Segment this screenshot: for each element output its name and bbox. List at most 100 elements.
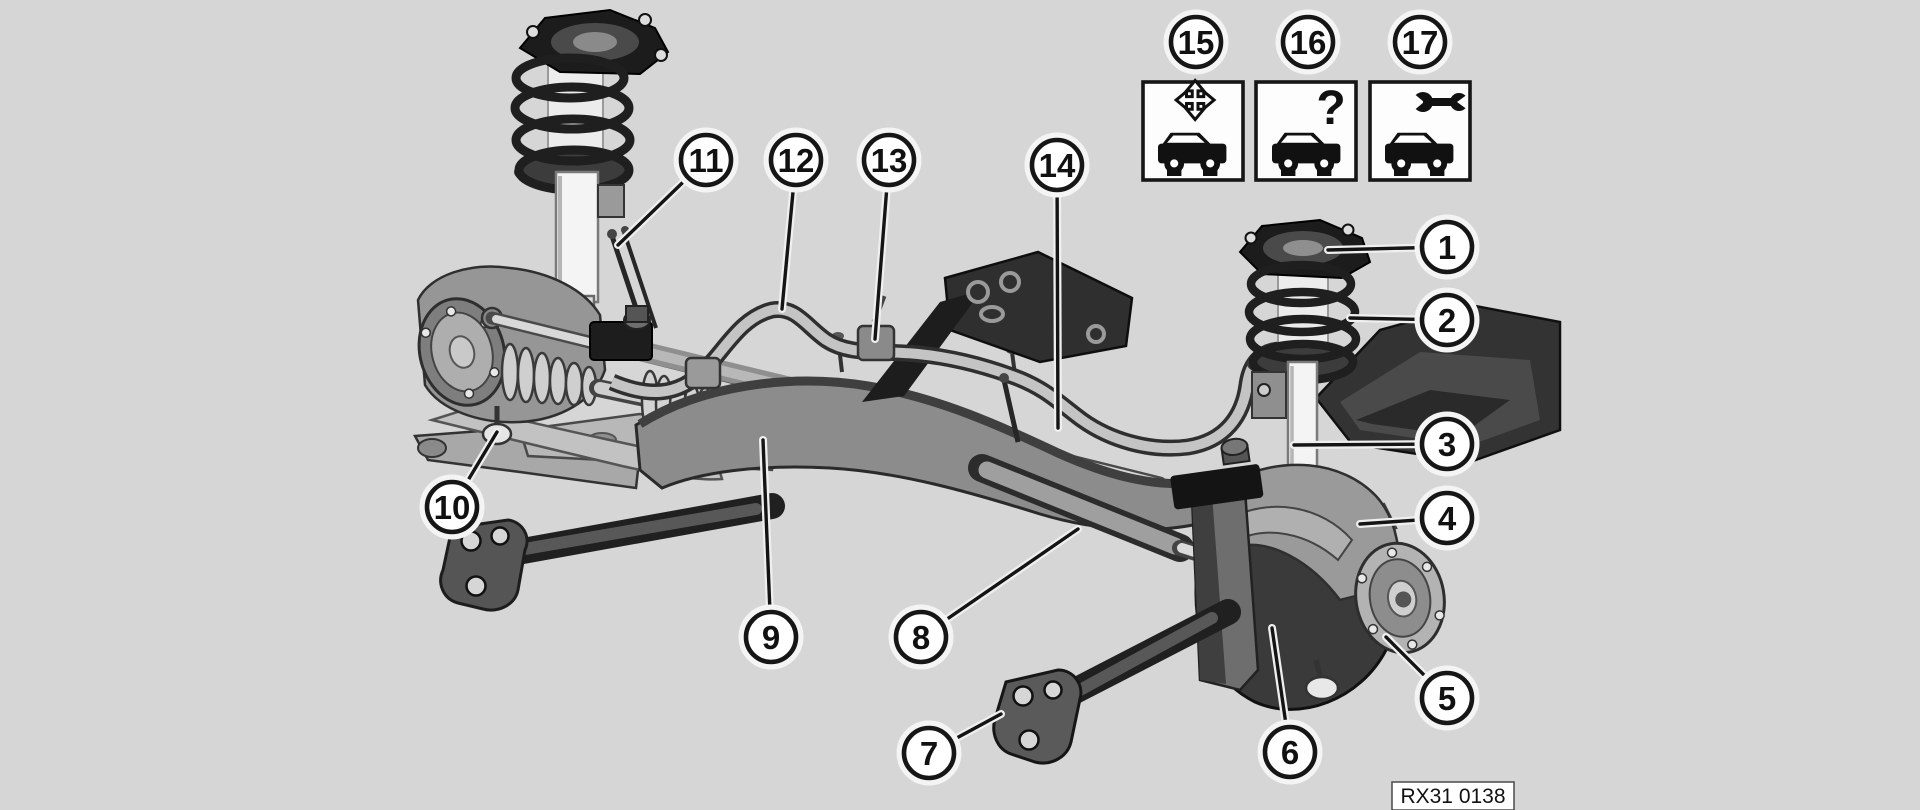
badge-number: 16 [1290, 24, 1327, 61]
callout-number: 12 [778, 142, 815, 179]
legend-item-vehicle-repair[interactable]: 17 [1368, 9, 1472, 182]
ball-joint-right [1304, 659, 1340, 701]
tension-strut-bracket-vertical-shape [1170, 437, 1264, 510]
front-axle-illustration [412, 8, 1562, 765]
right-spring-strut-shape [1283, 240, 1323, 256]
callout-circle [1419, 670, 1475, 726]
reinforcement-plate-shape [1086, 324, 1106, 344]
tension-strut-bracket-right-shape [1018, 729, 1040, 751]
callout-number: 5 [1438, 680, 1456, 717]
left-coil-spring [510, 53, 635, 195]
reinforcement-plate-shape [966, 280, 990, 304]
callout-2[interactable]: 2 [1346, 287, 1480, 353]
callout-13[interactable]: 13 [856, 127, 922, 343]
callout-circle [901, 725, 957, 781]
ball-joint-right-shape [1313, 659, 1323, 677]
right-wheel-bearing-flange-shape [1395, 591, 1412, 608]
callout-12[interactable]: 12 [763, 127, 829, 313]
stabilizer-link-right [999, 373, 1021, 443]
left-wheel-hub [416, 265, 607, 446]
badge-circle [1280, 14, 1336, 70]
legend-item-vehicle-question[interactable]: ? 16 [1254, 9, 1358, 182]
wrench-icon-shape [1423, 98, 1457, 106]
callout-8[interactable]: 8 [888, 525, 1082, 670]
reinforcement-plate-shape [999, 271, 1021, 293]
right-wheel-bearing-flange-shape [1421, 561, 1433, 573]
wrench-icon [1412, 92, 1468, 112]
stabilizer-bar-shape [610, 304, 1279, 454]
strut-bracket-right [1251, 371, 1287, 419]
leader-line [761, 438, 773, 639]
stabilizer-mount-block-left-shape [589, 321, 653, 361]
callout-3[interactable]: 3 [1290, 411, 1480, 477]
callout-number: 9 [762, 619, 780, 656]
callout-11[interactable]: 11 [614, 127, 739, 249]
wrench-icon-shape [1457, 94, 1468, 110]
left-spring-strut-shape [526, 25, 540, 39]
callout-circle [678, 132, 734, 188]
callout-5[interactable]: 5 [1382, 633, 1480, 731]
right-coil-spring-shape [1245, 314, 1361, 364]
left-spring-strut [510, 8, 670, 346]
callout-number: 4 [1438, 500, 1457, 537]
right-wheel-bearing-flange-shape [1434, 610, 1445, 621]
callout-9[interactable]: 9 [738, 436, 804, 670]
four-way-arrows-icon-shape [1173, 78, 1217, 122]
tension-strut-right-shape [1052, 612, 1218, 708]
strut-bracket-left [597, 184, 625, 218]
callout-circle [1419, 490, 1475, 546]
tension-strut-bracket-right-shape [1043, 680, 1063, 700]
reinforcement-plate-shape [979, 305, 1005, 323]
right-coil-spring-shape [1246, 260, 1356, 308]
right-spring-strut-shape [1257, 383, 1271, 397]
legend-item-move-vehicle[interactable]: 15 [1141, 9, 1245, 182]
badge-circle [1392, 14, 1448, 70]
left-coil-spring-shape [511, 53, 629, 103]
tension-strut-bracket-left [439, 518, 529, 612]
callout-6[interactable]: 6 [1257, 624, 1323, 785]
tension-strut-bracket-right-shape [992, 668, 1083, 765]
reinforcement-plate-shape [943, 250, 1134, 364]
left-drive-flange-shape [489, 367, 500, 378]
right-wheel-bearing-flange-shape [1356, 573, 1368, 584]
figure-code-label: RX31 0138 [1391, 781, 1515, 810]
callout-number: 3 [1438, 426, 1456, 463]
left-cv-boot-shape [532, 351, 552, 405]
stabilizer-link-right-shape [999, 373, 1009, 383]
callout-circle [1419, 292, 1475, 348]
callout-circle [768, 132, 824, 188]
callout-14[interactable]: 14 [1024, 132, 1090, 432]
four-way-arrows-icon [1173, 78, 1217, 122]
right-coil-spring-shape [1244, 287, 1360, 337]
right-spring-strut-shape [1244, 231, 1258, 245]
badge-circle [1168, 14, 1224, 70]
figure-code-text: RX31 0138 [1400, 785, 1505, 808]
left-coil-spring-shape [511, 114, 635, 166]
tension-strut-bracket-right [992, 668, 1083, 765]
left-drive-flange-shape [448, 335, 476, 369]
tension-strut-left-shape [478, 503, 762, 562]
tension-strut-bracket-vertical-shape-shape [1220, 437, 1249, 457]
callout-number: 1 [1438, 229, 1456, 266]
callout-1[interactable]: 1 [1324, 214, 1480, 280]
callout-circle [1419, 219, 1475, 275]
legend-box-16[interactable] [1254, 80, 1358, 182]
left-drive-flange-shape [463, 388, 475, 399]
figure-code-box [1391, 781, 1515, 810]
callout-number: 10 [434, 489, 471, 526]
callout-circle [424, 479, 480, 535]
legend-icon-strip: 15 ? 16 17 [1141, 9, 1472, 182]
right-spring-strut-shape [1341, 223, 1355, 237]
callout-4[interactable]: 4 [1356, 485, 1480, 551]
left-cv-boot-shape [500, 342, 520, 402]
callout-7[interactable]: 7 [896, 710, 1005, 786]
right-wheel-bearing-flange [1354, 541, 1446, 655]
left-cv-boot [500, 342, 598, 407]
question-mark-icon: ? [1316, 82, 1345, 135]
left-spring-strut-shape [573, 32, 617, 52]
callout-10[interactable]: 10 [419, 428, 501, 540]
callout-circle [861, 132, 917, 188]
left-spring-strut-shape [638, 13, 652, 27]
